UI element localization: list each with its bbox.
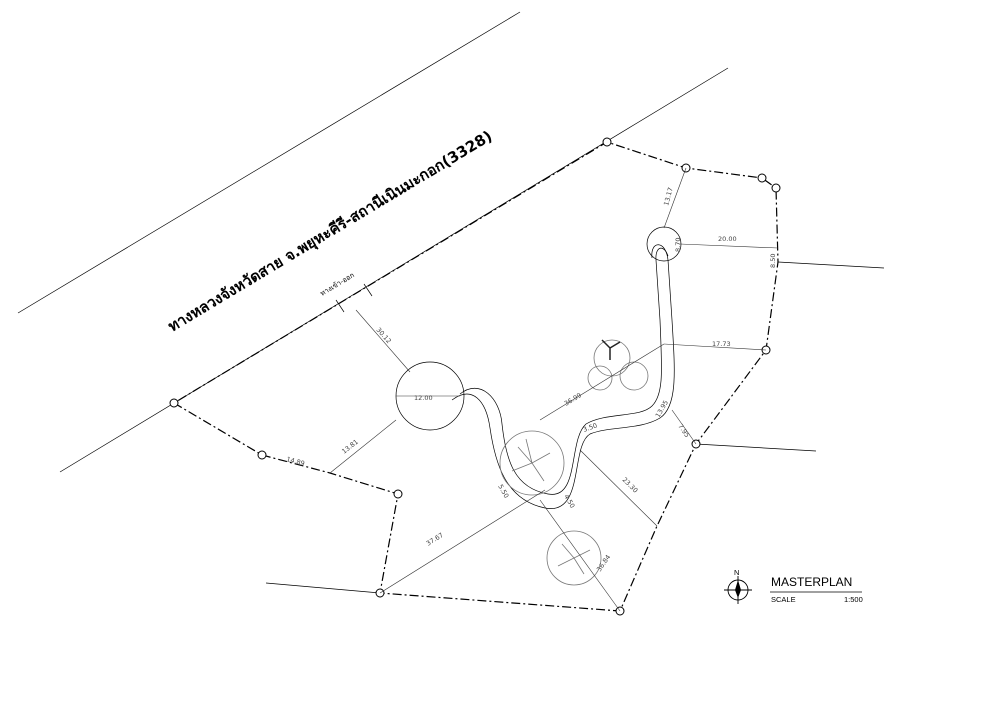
dimension-label: 12.00 <box>414 394 433 402</box>
dimension-label: 13.81 <box>340 438 360 456</box>
scale-label: SCALE <box>771 595 796 604</box>
dimension-label: 37.67 <box>425 531 445 548</box>
boundary-markers <box>169 137 781 616</box>
dimension-label: 8.50 <box>769 254 777 268</box>
dimension-label: 4.50 <box>562 493 576 510</box>
north-arrow-icon <box>724 576 752 604</box>
parcel-line <box>777 261 885 269</box>
north-label: N <box>734 568 739 577</box>
parcel-line <box>265 582 381 594</box>
dimension-label: 14.89 <box>285 455 305 468</box>
dimension-label: 7.95 <box>676 423 691 439</box>
tree-icon <box>587 339 649 391</box>
winding-path-edge <box>451 244 675 509</box>
road-edge-line <box>17 11 521 314</box>
dimension-label: 20.00 <box>718 235 737 243</box>
drawing-title: MASTERPLAN <box>771 575 852 589</box>
dimension-label: 23.30 <box>621 476 640 495</box>
tree-icon <box>546 530 602 586</box>
property-boundary <box>173 141 779 612</box>
dimension-label: 36.84 <box>595 553 612 573</box>
dimension-lines <box>329 167 779 612</box>
dimension-label: 8.70 <box>674 238 682 252</box>
access-label: ทางเข้า-ออก <box>319 271 356 298</box>
dimension-label: 36.99 <box>563 391 583 407</box>
dimension-label: 17.73 <box>712 340 731 348</box>
winding-path-edge <box>459 247 669 495</box>
dimension-label: 5.50 <box>496 483 510 500</box>
parcel-line <box>695 443 817 452</box>
dimension-label: 30.12 <box>375 326 393 345</box>
tree-icon <box>499 430 565 496</box>
road-name-label: ทางหลวงจังหวัดสาย จ.พยุหะคีรี-สถานีเนินม… <box>165 127 496 336</box>
scale-value: 1:500 <box>844 595 863 604</box>
access-gate <box>335 283 373 313</box>
